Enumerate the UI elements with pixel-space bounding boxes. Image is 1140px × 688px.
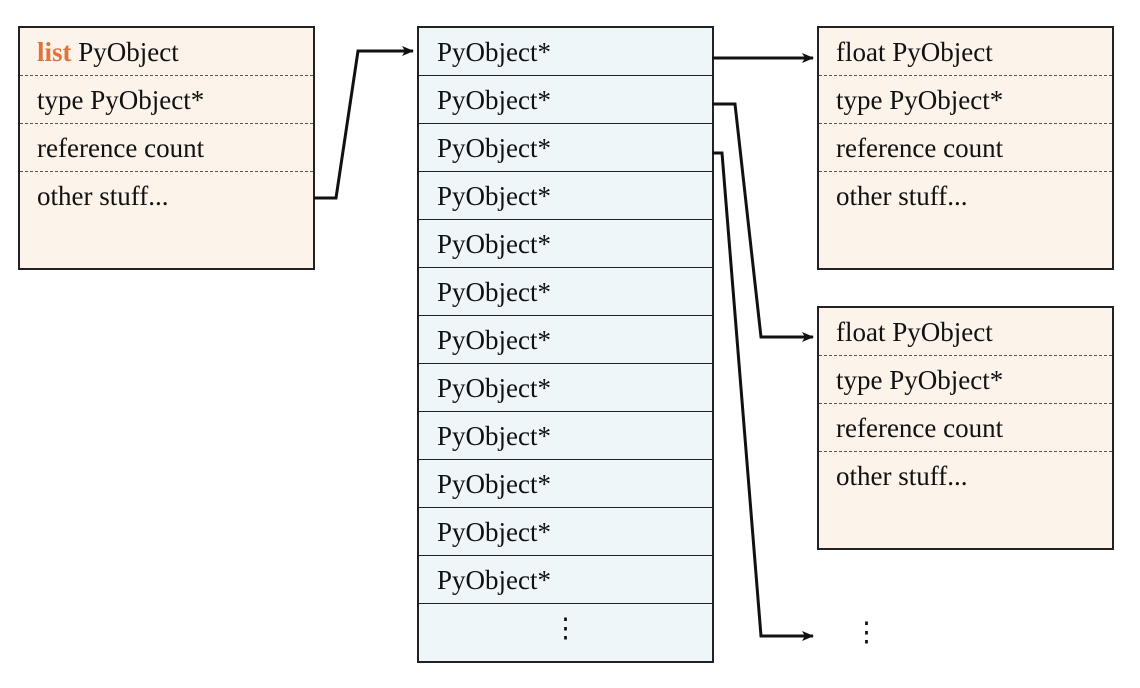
array-continuation: ⋮	[552, 613, 579, 643]
list-object-refcount-field: reference count	[20, 124, 313, 172]
pointer-cell: PyObject*	[419, 556, 712, 604]
float-object-type-field: type PyObject*	[819, 356, 1112, 404]
pointer-cell: PyObject*	[419, 316, 712, 364]
float-object-refcount-field: reference count	[819, 124, 1112, 172]
float-object-other-field: other stuff...	[836, 461, 968, 491]
list-object-title: PyObject	[78, 37, 179, 67]
pointer-cell: PyObject*	[419, 124, 712, 172]
pointer-cell: PyObject*	[419, 268, 712, 316]
pointer-cell: PyObject*	[419, 412, 712, 460]
pointer-cell: PyObject*	[419, 28, 712, 76]
list-keyword: list	[37, 37, 72, 67]
pointer-cell: PyObject*	[419, 460, 712, 508]
list-object-title-row: list PyObject	[20, 28, 313, 76]
float-object-title: float PyObject	[819, 28, 1112, 76]
list-to-array-arrow	[314, 46, 414, 200]
more-objects-ellipsis: ⋮	[853, 617, 880, 647]
pointer-cell: PyObject*	[419, 364, 712, 412]
list-object-box: list PyObject type PyObject* reference c…	[18, 26, 315, 270]
pointer-cell: PyObject*	[419, 508, 712, 556]
list-object-other-field: other stuff...	[37, 181, 169, 211]
float-object-box-2: float PyObject type PyObject* reference …	[817, 306, 1114, 550]
list-object-type-field: type PyObject*	[20, 76, 313, 124]
pointer-array: PyObject* PyObject* PyObject* PyObject* …	[417, 26, 714, 663]
pointer-cell: PyObject*	[419, 220, 712, 268]
pointer-cell: PyObject*	[419, 172, 712, 220]
pointer-cell: PyObject*	[419, 76, 712, 124]
float-object-refcount-field: reference count	[819, 404, 1112, 452]
cell-2-to-more-arrow	[712, 151, 814, 641]
float-object-box-1: float PyObject type PyObject* reference …	[817, 26, 1114, 270]
cell-1-to-float-2-arrow	[712, 102, 814, 342]
float-object-other-field: other stuff...	[836, 181, 968, 211]
float-object-title: float PyObject	[819, 308, 1112, 356]
float-object-type-field: type PyObject*	[819, 76, 1112, 124]
